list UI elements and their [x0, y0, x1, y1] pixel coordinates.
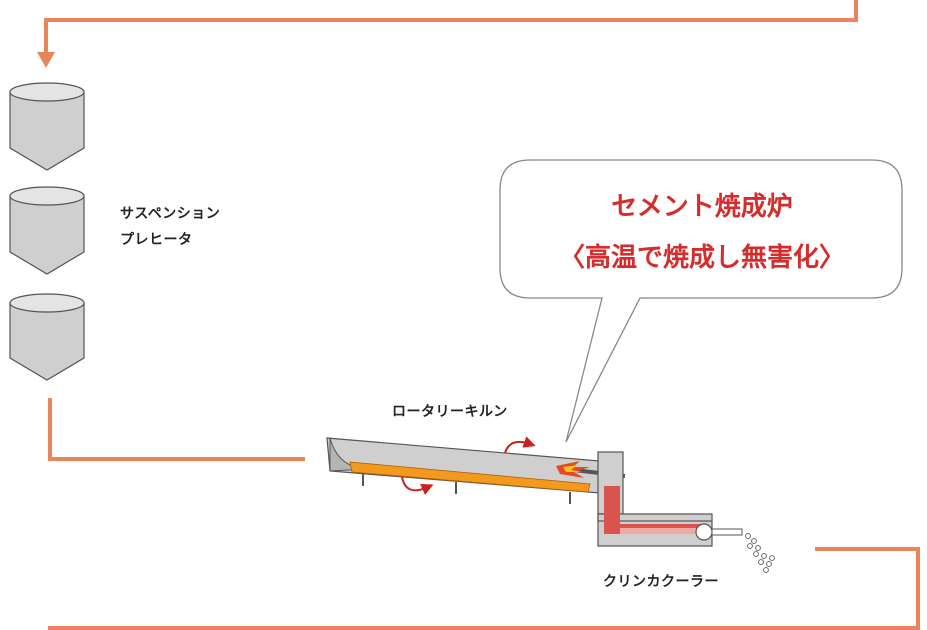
cooler-label: クリンカクーラー: [603, 574, 719, 590]
preheater-cyclone: [9, 186, 85, 275]
flame-icon: [556, 461, 590, 478]
kiln-material: [349, 461, 591, 493]
flow-arrow-down-icon: [37, 52, 55, 68]
rotary-kiln: [326, 437, 626, 504]
rotation-arrow-icon: [504, 436, 536, 454]
clinker-particles: [745, 533, 775, 573]
flow-line-preheater-to-kiln: [48, 398, 305, 461]
preheater-label: サスペンション: [120, 206, 221, 222]
flow-line-bottom: [48, 547, 920, 630]
flow-line-top: [44, 0, 858, 55]
kiln-label: ロータリーキルン: [392, 404, 508, 420]
callout-title: セメント焼成炉: [611, 192, 793, 222]
clinker-cooler: [597, 451, 743, 547]
rotation-arrow-icon: [401, 476, 434, 495]
callout-bubble: [499, 159, 903, 443]
preheater-cyclone: [9, 293, 85, 381]
callout-subtitle: 〈高温で焼成し無害化〉: [558, 243, 845, 273]
preheater-label: プレヒータ: [120, 232, 193, 248]
preheater-cyclone: [9, 82, 85, 171]
